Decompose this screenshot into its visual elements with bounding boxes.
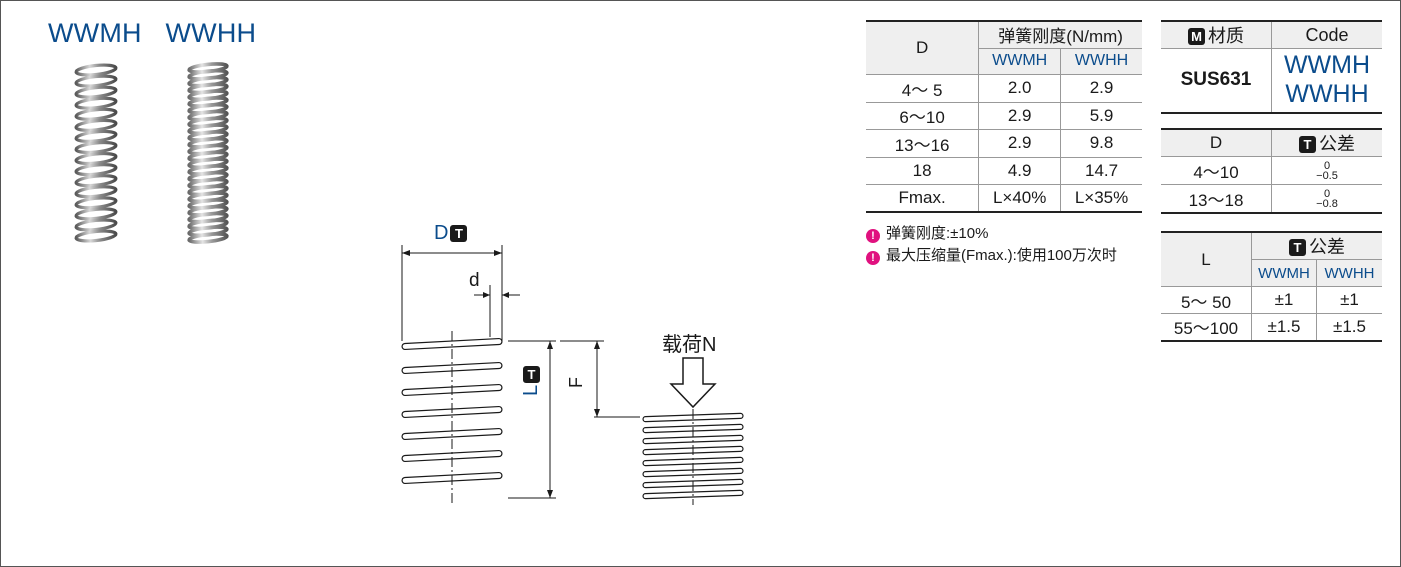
table-row: 13～18 0−0.8 (1161, 184, 1382, 214)
dim-wire-label: d (469, 270, 480, 291)
cell-wwmh: L×40% (978, 183, 1062, 213)
table-row: 18 4.9 14.7 (866, 156, 1142, 185)
caution-icon: ! (866, 251, 880, 265)
cell-d: 13～16 (866, 128, 980, 158)
table-row: 6～10 2.9 5.9 (866, 101, 1142, 130)
code-wwhh: WWHH (165, 18, 257, 48)
tolerance-badge: T (1299, 136, 1316, 153)
table-row: 4～10 0−0.5 (1161, 156, 1382, 185)
cell-d: 18 (866, 156, 980, 185)
header-d: D (866, 20, 980, 75)
coil (74, 74, 118, 88)
coil (74, 229, 118, 243)
table-row: Fmax. L×40% L×35% (866, 183, 1142, 213)
coil (74, 107, 118, 121)
coil (74, 185, 118, 199)
cell-d: 4～10 (1161, 156, 1272, 185)
cell-wwmh: 4.9 (978, 156, 1062, 185)
header-code: Code (1271, 20, 1382, 49)
dim-deflection-label: F (566, 377, 586, 388)
material-badge: M (1188, 28, 1205, 45)
note-item: !弹簧刚度:±10% (866, 223, 1117, 245)
cell-wwhh: 9.8 (1060, 128, 1142, 158)
cell-wwhh: L×35% (1060, 183, 1142, 213)
header-spring-rate: 弹簧刚度(N/mm) (978, 20, 1142, 49)
cell-wwhh: 14.7 (1060, 156, 1142, 185)
spring-rate-table: D 弹簧刚度(N/mm) WWMH WWHH 4～ 5 2.0 2.9 6～10… (866, 20, 1142, 213)
spring-photo-wwhh (187, 62, 229, 244)
cell-d: 13～18 (1161, 184, 1272, 214)
cell-wwhh: ±1 (1316, 286, 1382, 314)
tolerance-badge: T (1289, 239, 1306, 256)
cell-d: Fmax. (866, 183, 980, 213)
material-value: SUS631 (1161, 48, 1272, 114)
cell-wwmh: ±1 (1251, 286, 1317, 314)
table-row: 5～ 50 ±1 ±1 (1161, 286, 1382, 314)
table-row: 55～100 ±1.5 ±1.5 (1161, 313, 1382, 342)
sub-header-wwmh: WWMH (978, 47, 1062, 75)
coil (74, 118, 118, 132)
cell-wwhh: 2.9 (1060, 73, 1142, 103)
cell-wwmh: 2.9 (978, 101, 1062, 130)
cell-tolerance: 0−0.5 (1271, 156, 1382, 185)
coil (74, 85, 118, 99)
sub-header-wwhh: WWHH (1316, 259, 1382, 287)
notes: !弹簧刚度:±10% !最大压缩量(Fmax.):使用100万次时 (866, 223, 1117, 267)
header-l: L (1161, 231, 1252, 287)
product-codes: WWMH WWHH (48, 18, 272, 49)
tolerance-badge: T (450, 225, 468, 242)
cell-l: 55～100 (1161, 313, 1252, 342)
coil (187, 232, 229, 244)
cell-wwmh: 2.0 (978, 73, 1062, 103)
load-label: 载荷N (662, 334, 717, 356)
coil (74, 163, 118, 177)
coil (74, 196, 118, 210)
tolerance-badge: T (523, 365, 540, 383)
cell-l: 5～ 50 (1161, 286, 1252, 314)
coil (74, 96, 118, 110)
table-row: 4～ 5 2.0 2.9 (866, 73, 1142, 103)
table-row: 13～16 2.9 9.8 (866, 128, 1142, 158)
code-wwhh: WWHH (1285, 80, 1369, 109)
coil (74, 129, 118, 143)
coil (74, 207, 118, 221)
cell-wwhh: ±1.5 (1316, 313, 1382, 342)
cell-wwmh: 2.9 (978, 128, 1062, 158)
cell-d: 4～ 5 (866, 73, 980, 103)
cell-wwmh: ±1.5 (1251, 313, 1317, 342)
material-codes: WWMH WWHH (1271, 48, 1382, 114)
coil (74, 174, 118, 188)
sub-header-wwhh: WWHH (1060, 47, 1142, 75)
coil (74, 63, 118, 77)
dim-length-label: LT (520, 365, 542, 396)
code-wwmh: WWMH (48, 18, 142, 48)
code-wwmh: WWMH (1283, 51, 1371, 80)
coil (74, 140, 118, 155)
note-item: !最大压缩量(Fmax.):使用100万次时 (866, 245, 1117, 267)
coil (74, 151, 118, 166)
cell-d: 6～10 (866, 101, 980, 130)
coil (74, 218, 118, 232)
cell-wwhh: 5.9 (1060, 101, 1142, 130)
header-d: D (1161, 128, 1272, 157)
cell-tolerance: 0−0.8 (1271, 184, 1382, 214)
spring-dimension-drawing (401, 245, 744, 505)
sub-header-wwmh: WWMH (1251, 259, 1317, 287)
spring-photo-wwmh (74, 63, 118, 243)
caution-icon: ! (866, 229, 880, 243)
